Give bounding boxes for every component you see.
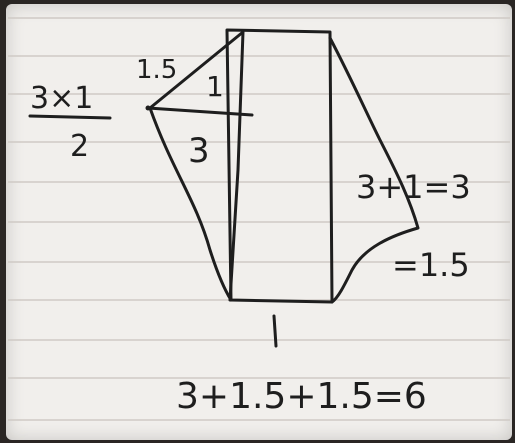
label-left-denominator: 2 <box>70 129 89 164</box>
label-right-result: =1.5 <box>392 246 470 284</box>
ruled-lines <box>8 17 510 421</box>
label-right-calc: 3+1=3 <box>356 168 471 206</box>
label-triangle-bottom: 3 <box>188 131 210 171</box>
shape-drawing <box>28 28 420 348</box>
label-total: 3+1.5+1.5=6 <box>176 376 427 417</box>
fraction-bar <box>28 114 112 120</box>
left-triangle <box>148 30 245 302</box>
right-curved-region <box>328 36 420 304</box>
triangle-chord <box>146 106 254 117</box>
label-triangle-top: 1 <box>206 70 224 103</box>
label-small-top: 1.5 <box>136 55 177 85</box>
left-curved-side <box>148 106 233 302</box>
label-left-numerator: 3×1 <box>30 81 93 116</box>
